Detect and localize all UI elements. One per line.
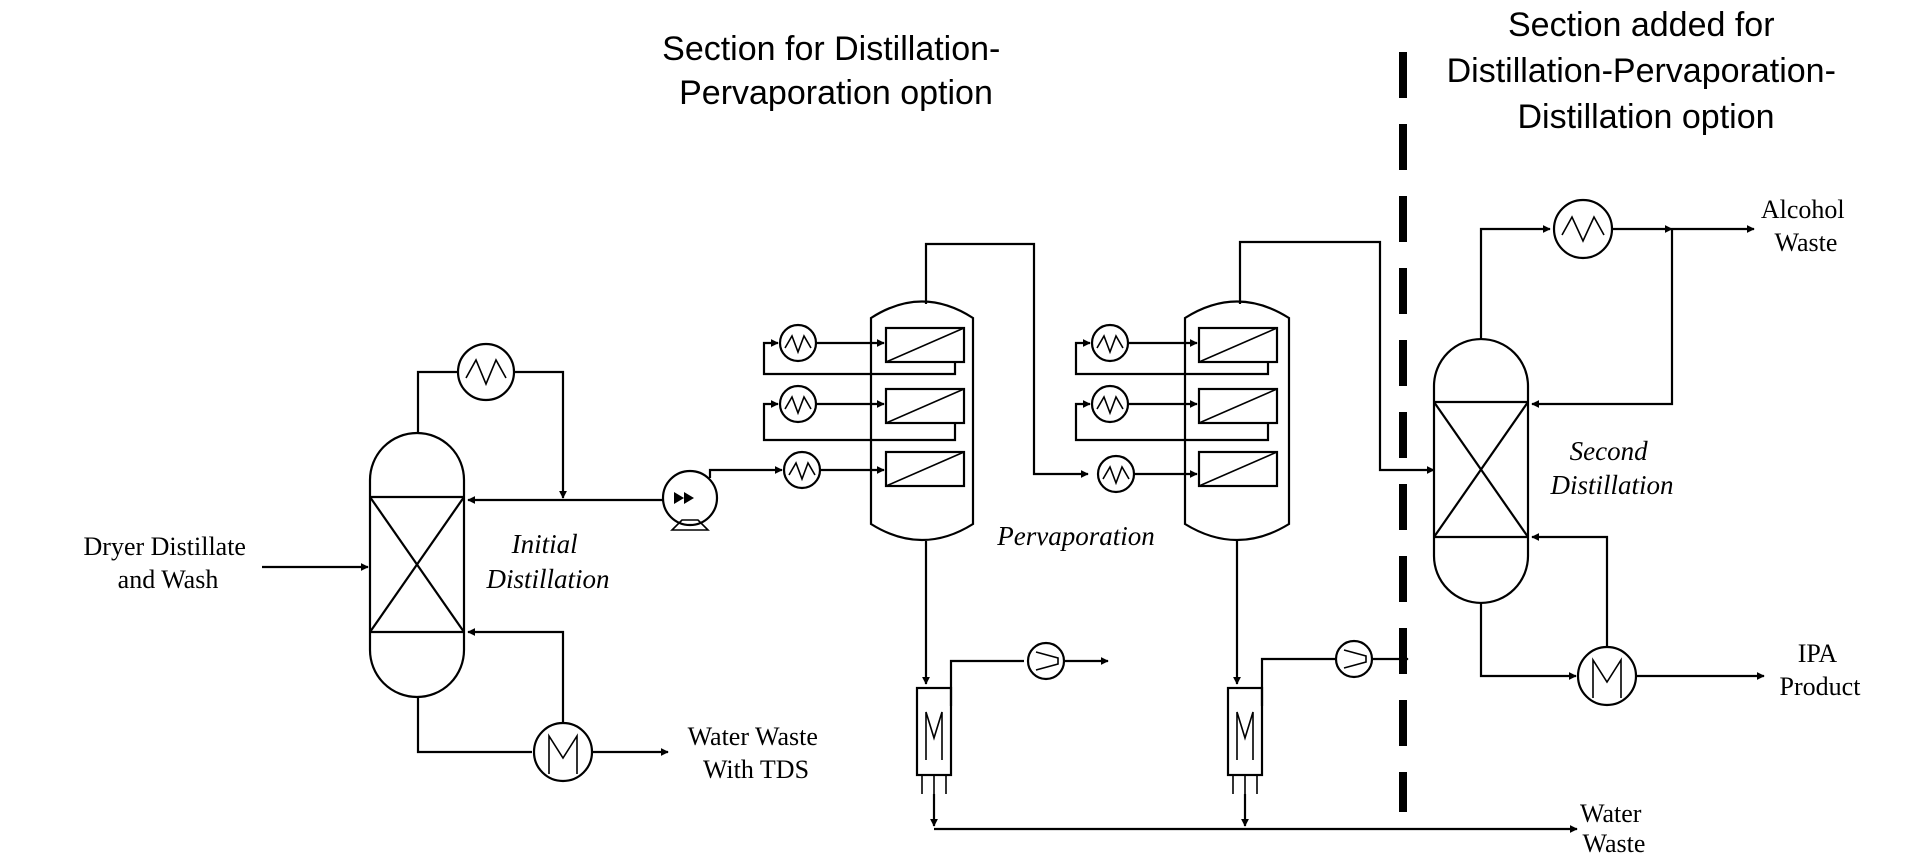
pump-icon (661, 469, 719, 531)
ipa-product-label: IPA Product (1780, 639, 1862, 701)
compressor-icon (1026, 641, 1066, 681)
retentate-line-1 (924, 242, 1089, 478)
vacuum-line-1 (949, 659, 1024, 706)
heat-exchanger-icon (778, 323, 822, 490)
water-waste-tds-label: Water Waste With TDS (688, 722, 825, 784)
initial-distillation-label: Initial Distillation (485, 529, 609, 594)
condenser-tank-icon (915, 686, 953, 794)
initial-overhead-line (416, 370, 457, 433)
reboiler-icon (532, 721, 594, 783)
initial-distillation-column (368, 431, 466, 699)
feed-label: Dryer Distillate and Wash (84, 532, 253, 594)
second-reflux-line (1531, 229, 1674, 408)
right-section-header: Section added for Distillation-Pervapora… (1447, 6, 1846, 136)
water-waste-label: Water Waste (1580, 799, 1648, 855)
second-distillation-label: Second Distillation (1549, 436, 1673, 500)
second-bottoms-line (1479, 603, 1577, 680)
pervaporation-label: Pervaporation (996, 521, 1154, 551)
second-distillation-column (1432, 337, 1530, 605)
vacuum-line-2 (1260, 657, 1336, 706)
compressor-icon (1334, 639, 1374, 679)
pervaporation-vessel-2 (1183, 300, 1291, 541)
second-overhead-line (1479, 225, 1551, 339)
heat-exchanger-icon (1552, 198, 1614, 260)
initial-bottoms-line (416, 697, 532, 754)
reboiler-icon (1576, 645, 1638, 707)
middle-section-header: Section for Distillation- Pervaporation … (662, 30, 1010, 112)
alcohol-waste-label: Alcohol Waste (1761, 195, 1851, 257)
pump-discharge-line (708, 468, 773, 478)
heat-exchanger-icon (456, 342, 516, 402)
heat-exchanger-icon (1090, 323, 1136, 494)
retentate-line-2 (1238, 240, 1435, 474)
condenser-tank-icon (1226, 686, 1264, 794)
pervaporation-vessel-1 (869, 300, 975, 541)
